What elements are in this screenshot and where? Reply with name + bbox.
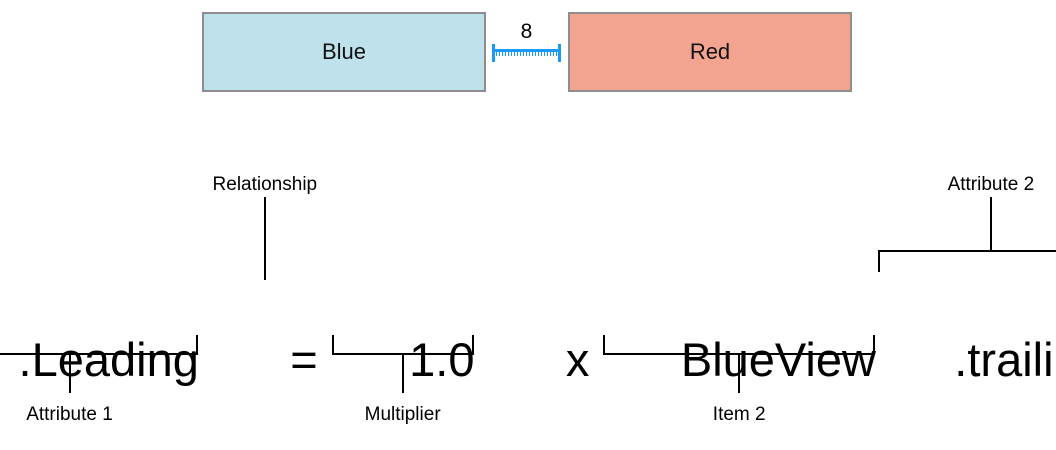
multiplier-underbracket-stem xyxy=(401,353,404,393)
equation-segment-relationship: = Relationship xyxy=(199,174,331,450)
blue-view-label: Blue xyxy=(321,39,367,64)
spacing-value: 8 xyxy=(520,20,533,43)
multiplier-underbracket xyxy=(331,335,474,355)
blue-view-box: Blue xyxy=(202,12,486,92)
equation-text-times: x xyxy=(552,333,603,386)
attribute2-overbracket xyxy=(877,250,1056,272)
ibeam-right-cap xyxy=(558,44,561,62)
equation-text-multiplier: 1.0 xyxy=(409,333,475,386)
equation-text-relationship: = xyxy=(277,333,331,386)
attribute2-label: Attribute 2 xyxy=(947,174,1035,195)
relationship-label: Relationship xyxy=(212,174,318,195)
attribute1-underbracket-stem xyxy=(68,353,71,393)
red-view-label: Red xyxy=(689,39,731,64)
attribute2-pointer-line xyxy=(989,197,992,250)
equation-segment-attribute2: .trailing Attribute 2 xyxy=(876,174,1056,450)
item2-underbracket-stem xyxy=(738,353,741,393)
ibeam-left-cap xyxy=(492,44,495,62)
multiplier-label: Multiplier xyxy=(364,404,441,425)
relationship-pointer-line xyxy=(263,197,266,280)
spacing-ibeam-icon xyxy=(492,44,561,62)
equation-segment-item2: BlueView Item 2 xyxy=(602,270,876,450)
red-view-box: Red xyxy=(568,12,852,92)
equation-segment-attribute1: .Leading Attribute 1 xyxy=(0,270,199,450)
ibeam-bar xyxy=(494,49,559,52)
equation-text-attribute2: .trailing xyxy=(954,333,1056,386)
constraint-equation: RedView Item 1 .Leading Attribute 1 = Re… xyxy=(0,174,1056,450)
attribute1-label: Attribute 1 xyxy=(26,404,113,425)
item2-underbracket xyxy=(603,335,875,355)
equation-segment-times: x xyxy=(475,270,603,450)
ibeam-ruler-ticks xyxy=(496,52,557,56)
equation-segment-multiplier: 1.0 Multiplier xyxy=(331,270,475,450)
item2-label: Item 2 xyxy=(712,404,766,425)
attribute1-underbracket xyxy=(0,335,198,355)
equation-text-item2: BlueView xyxy=(680,333,876,386)
equation-text-attribute1: .Leading xyxy=(18,333,199,386)
